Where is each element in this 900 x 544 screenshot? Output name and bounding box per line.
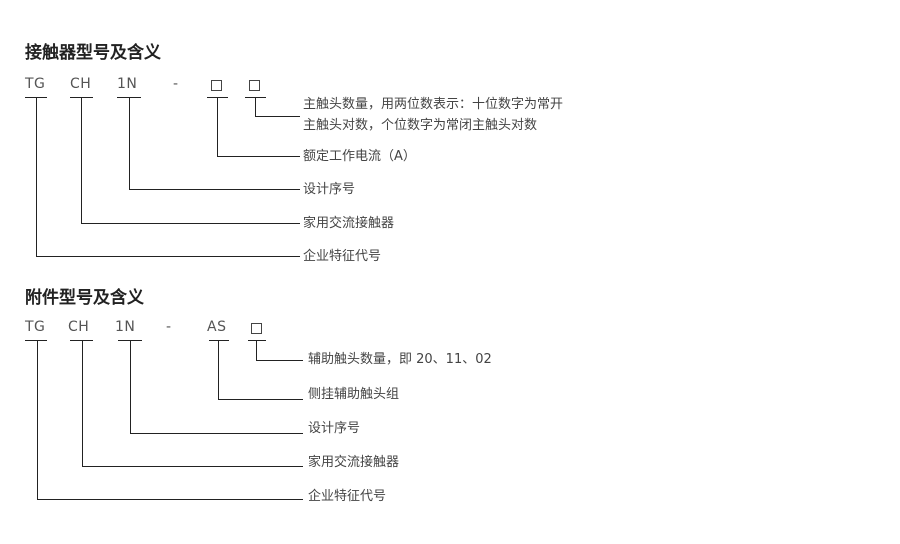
desc-aux-contact-count: 辅助触头数量，即 20、11、02 (308, 352, 492, 367)
code-ch: CH (70, 76, 92, 92)
placeholder-box-aux-contacts (251, 323, 262, 334)
code-tg: TG (25, 319, 46, 335)
code-dash: - (166, 319, 172, 335)
desc-design-number: 设计序号 (303, 182, 356, 197)
placeholder-box-current (211, 80, 222, 91)
code-as: AS (207, 319, 227, 335)
code-1n: 1N (115, 319, 136, 335)
desc-main-contacts-line2: 主触头对数，个位数字为常闭主触头对数 (303, 118, 538, 133)
accessory-section-title: 附件型号及含义 (25, 288, 144, 308)
desc-company-code: 企业特征代号 (303, 249, 382, 264)
placeholder-box-contacts (249, 80, 260, 91)
code-1n: 1N (117, 76, 138, 92)
desc-company-code: 企业特征代号 (308, 489, 387, 504)
code-tg: TG (25, 76, 46, 92)
contactor-section-title: 接触器型号及含义 (25, 43, 161, 63)
desc-side-aux-contact-block: 侧挂辅助触头组 (308, 387, 400, 402)
desc-main-contacts-line1: 主触头数量，用两位数表示：十位数字为常开 (303, 97, 564, 112)
code-ch: CH (68, 319, 90, 335)
desc-household-ac-contactor: 家用交流接触器 (308, 455, 400, 470)
desc-household-ac-contactor: 家用交流接触器 (303, 216, 395, 231)
desc-design-number: 设计序号 (308, 421, 361, 436)
desc-rated-current: 额定工作电流（A） (303, 149, 416, 164)
code-dash: - (173, 76, 179, 92)
